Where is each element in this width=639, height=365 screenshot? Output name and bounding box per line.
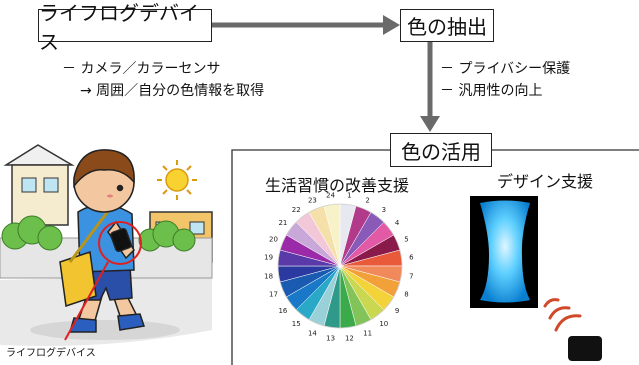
color-extraction-box: 色の抽出: [400, 9, 494, 42]
wheel-number-label: 24: [326, 192, 335, 200]
wheel-number-label: 14: [308, 330, 317, 338]
lifelog-device-caption: ライフログデバイス: [6, 348, 96, 359]
device-pointer-line: [64, 261, 109, 341]
note-camera-sensor: － カメラ／カラーセンサ: [62, 61, 221, 77]
wheel-number-label: 17: [269, 291, 278, 299]
color-sensor-device: [568, 336, 602, 361]
wheel-number-label: 8: [404, 291, 408, 299]
note-acquire-color: → 周囲／自分の色情報を取得: [80, 83, 265, 99]
shadow: [30, 320, 180, 340]
note-versatility: － 汎用性の向上: [440, 83, 543, 99]
wheel-number-label: 22: [292, 206, 301, 214]
glowing-lamp: [480, 200, 530, 303]
habit-support-title: 生活習慣の改善支援: [265, 176, 410, 195]
wheel-number-label: 2: [365, 197, 369, 205]
wheel-number-label: 18: [264, 272, 273, 280]
wheel-number-label: 16: [278, 307, 287, 315]
wheel-number-label: 1: [347, 192, 351, 200]
wheel-number-label: 12: [345, 334, 354, 342]
bushes: [1, 215, 196, 252]
boy: [59, 149, 145, 333]
wheel-number-label: 9: [395, 307, 399, 315]
color-utilization-box: 色の活用: [390, 133, 492, 167]
wheel-number-label: 15: [292, 320, 301, 328]
wheel-number-label: 11: [363, 330, 372, 338]
notes-left: － カメラ／カラーセンサ → 周囲／自分の色情報を取得: [62, 58, 264, 102]
wheel-number-label: 21: [278, 219, 287, 227]
arrow-down: [420, 42, 440, 132]
wheel-number-label: 20: [269, 235, 278, 243]
notes-right: － プライバシー保護 － 汎用性の向上: [440, 58, 570, 102]
wheel-number-label: 5: [404, 235, 408, 243]
arrow-right: [212, 15, 400, 35]
signal-waves-icon: [543, 298, 582, 332]
wheel-number-label: 10: [379, 320, 388, 328]
wheel-outline: [277, 203, 403, 329]
wheel-number-label: 7: [409, 272, 413, 280]
design-support-title: デザイン支援: [497, 172, 594, 191]
house-left: [3, 144, 75, 226]
wheel-number-label: 3: [382, 206, 386, 214]
wheel-number-label: 6: [409, 254, 414, 262]
wheel-number-label: 19: [264, 254, 273, 262]
panel-frame: [231, 149, 639, 365]
wheel-number-label: 23: [308, 197, 317, 205]
wheel-number-label: 4: [395, 219, 400, 227]
wheel-number-label: 13: [326, 334, 335, 342]
device-highlight-circle: [98, 221, 142, 265]
sun-icon: [157, 160, 197, 200]
note-privacy: － プライバシー保護: [440, 61, 571, 77]
